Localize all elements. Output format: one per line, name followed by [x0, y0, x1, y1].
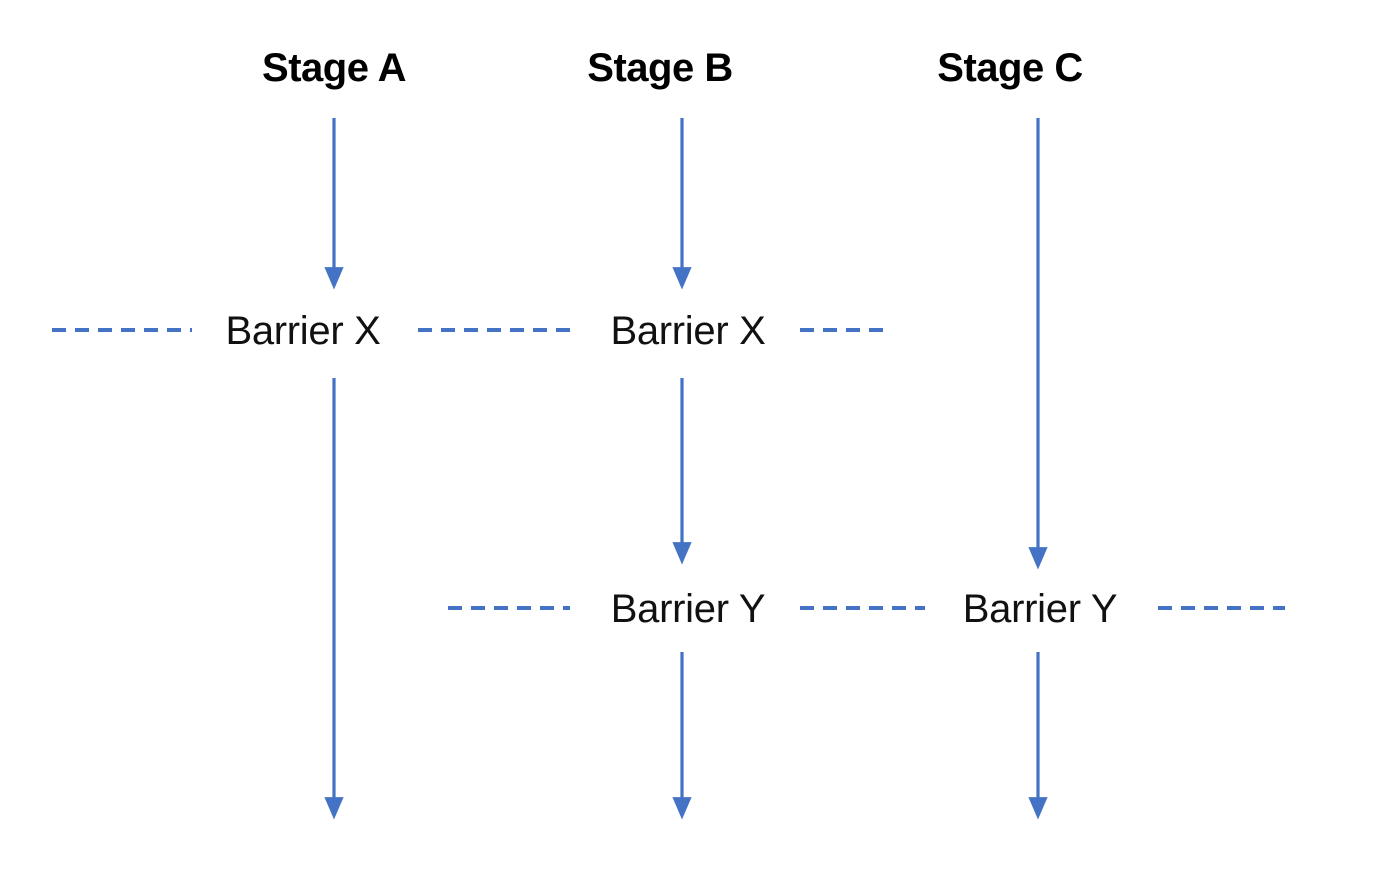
barrier-label-4: Barrier Y: [952, 589, 1128, 629]
barrier-label-3: Barrier Y: [600, 589, 776, 629]
arrows-layer: [324, 118, 1048, 820]
barrier-label-2: Barrier X: [600, 311, 776, 351]
dashed-links-layer: [52, 328, 1285, 610]
barrier-label-1: Barrier X: [215, 311, 391, 351]
stage-header-1: Stage A: [262, 46, 406, 90]
stage-header-3: Stage C: [937, 46, 1083, 90]
stage-header-2: Stage B: [587, 46, 733, 90]
